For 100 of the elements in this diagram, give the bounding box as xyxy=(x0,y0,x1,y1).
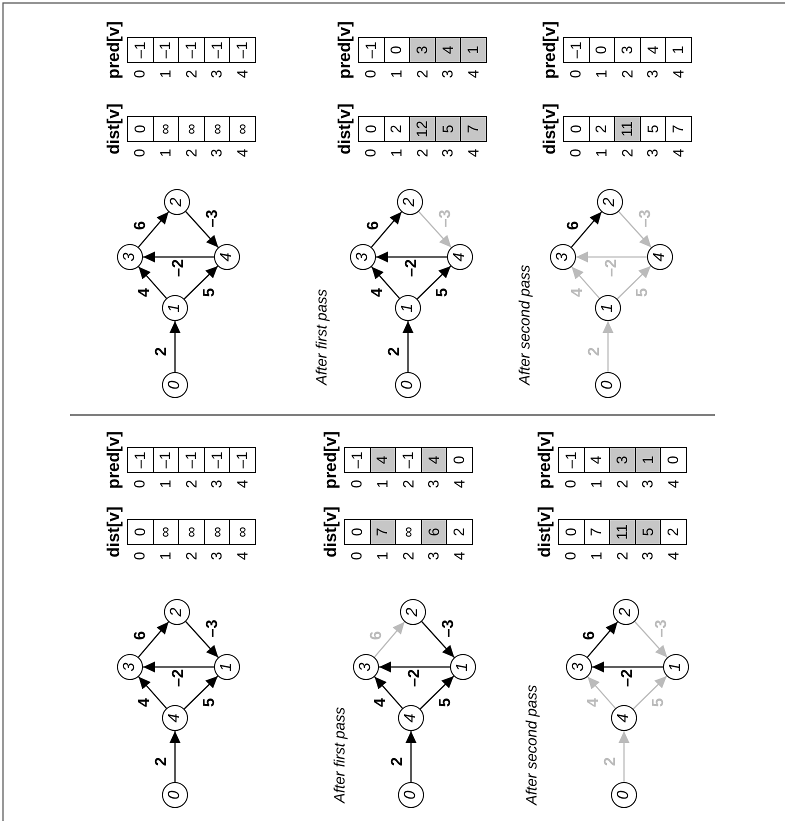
array-cell: 4 xyxy=(640,37,666,63)
index-label: 1 xyxy=(158,480,174,488)
array-cell: –1 xyxy=(344,447,371,473)
array-cell: ∞ xyxy=(395,519,422,545)
graph-vertex: 1 xyxy=(450,654,476,680)
array-cell: 0 xyxy=(127,116,154,142)
arrow xyxy=(571,266,600,299)
index-label: 1 xyxy=(389,148,404,158)
index-label: 0 xyxy=(350,552,365,560)
arrow xyxy=(138,211,170,248)
index-label: 2 xyxy=(415,148,430,158)
array-cell: –1 xyxy=(229,37,256,63)
index-label: 2 xyxy=(184,148,199,158)
array-label: pred[v] xyxy=(536,431,553,489)
array-cell: –1 xyxy=(178,37,205,63)
index-label: 0 xyxy=(350,480,365,488)
index-label: 0 xyxy=(132,148,148,158)
pass-caption: After second pass xyxy=(518,264,532,385)
arrow xyxy=(376,252,447,262)
array-cell: 2 xyxy=(446,519,473,545)
array-cell: 12 xyxy=(409,116,436,142)
index-label: 3 xyxy=(210,70,225,78)
array-cell: –1 xyxy=(127,447,154,473)
index-label: 1 xyxy=(594,148,610,158)
array-label: dist[v] xyxy=(105,506,122,558)
index-label: 0 xyxy=(568,70,584,78)
graph-vertex: 1 xyxy=(595,295,621,321)
index-label: 1 xyxy=(158,552,174,560)
index-label: 2 xyxy=(615,552,630,560)
arrow xyxy=(370,211,402,248)
index-label: 3 xyxy=(426,552,442,560)
index-label: 1 xyxy=(158,148,174,158)
array-cell: 0 xyxy=(660,447,687,473)
index-label: 2 xyxy=(620,148,635,158)
array-cell: 2 xyxy=(588,116,616,142)
index-label: 0 xyxy=(132,70,148,78)
arrow xyxy=(570,211,602,248)
index-label: 0 xyxy=(568,148,584,158)
graph-vertex: 1 xyxy=(663,654,689,680)
graph-vertex: 0 xyxy=(611,782,637,808)
graph-vertex: 3 xyxy=(117,654,143,680)
index-label: 1 xyxy=(594,70,610,78)
arrow xyxy=(184,676,218,710)
array-cell: –1 xyxy=(152,447,180,473)
index-label: 4 xyxy=(671,148,686,158)
array-cell: 0 xyxy=(344,519,371,545)
array-cell: 7 xyxy=(370,519,396,545)
arrow xyxy=(576,252,647,262)
index-label: 1 xyxy=(389,70,404,78)
array-cell: 3 xyxy=(614,37,641,63)
index-label: 3 xyxy=(210,552,225,560)
edge-label: 6 xyxy=(132,221,148,230)
index-label: 0 xyxy=(364,148,379,158)
index-label: 2 xyxy=(184,480,199,488)
pass-caption: After first pass xyxy=(314,289,330,385)
arrow xyxy=(170,731,180,782)
arrow xyxy=(402,321,414,372)
graph-vertex: 0 xyxy=(162,372,188,398)
arrow xyxy=(406,731,416,782)
index-label: 3 xyxy=(440,70,456,78)
pass-caption: After second pass xyxy=(524,684,540,805)
array-cell: –1 xyxy=(204,447,230,473)
array-label: dist[v] xyxy=(536,506,553,558)
index-label: 4 xyxy=(452,480,468,488)
graph-vertex: 3 xyxy=(550,244,576,270)
index-label: 1 xyxy=(589,552,604,560)
graph-vertex: 0 xyxy=(595,372,621,398)
index-label: 2 xyxy=(401,552,416,560)
array-cell: 4 xyxy=(434,37,462,63)
index-label: 4 xyxy=(235,70,250,78)
arrow xyxy=(616,266,652,300)
array-cell: 11 xyxy=(609,519,636,545)
index-label: 3 xyxy=(646,148,661,158)
graph-vertex: 2 xyxy=(613,599,639,625)
graph-vertex: 2 xyxy=(400,599,426,625)
arrow xyxy=(618,211,652,248)
edge-label: 6 xyxy=(366,221,382,230)
graph-vertex: 3 xyxy=(350,244,376,270)
array-cell: –1 xyxy=(563,37,590,63)
array-cell: –1 xyxy=(178,447,205,473)
pass-caption: After first pass xyxy=(332,707,348,803)
array-cell: –1 xyxy=(395,447,422,473)
index-label: 1 xyxy=(589,480,604,488)
arrow xyxy=(138,266,167,299)
index-label: 4 xyxy=(666,552,682,560)
array-label: pred[v] xyxy=(105,431,122,489)
array-cell: 0 xyxy=(358,116,385,142)
arrow xyxy=(420,676,454,710)
array-cell: ∞ xyxy=(229,519,256,545)
index-label: 2 xyxy=(620,70,635,78)
index-label: 2 xyxy=(184,552,199,560)
graph-vertex: 2 xyxy=(397,189,423,215)
edge-label: 6 xyxy=(132,631,148,640)
index-label: 0 xyxy=(564,480,579,488)
index-label: 0 xyxy=(132,480,148,488)
index-label: 4 xyxy=(235,148,250,158)
array-cell: 4 xyxy=(420,447,448,473)
array-cell: 4 xyxy=(584,447,610,473)
graph-vertex: 2 xyxy=(164,599,190,625)
arrow xyxy=(185,211,219,248)
